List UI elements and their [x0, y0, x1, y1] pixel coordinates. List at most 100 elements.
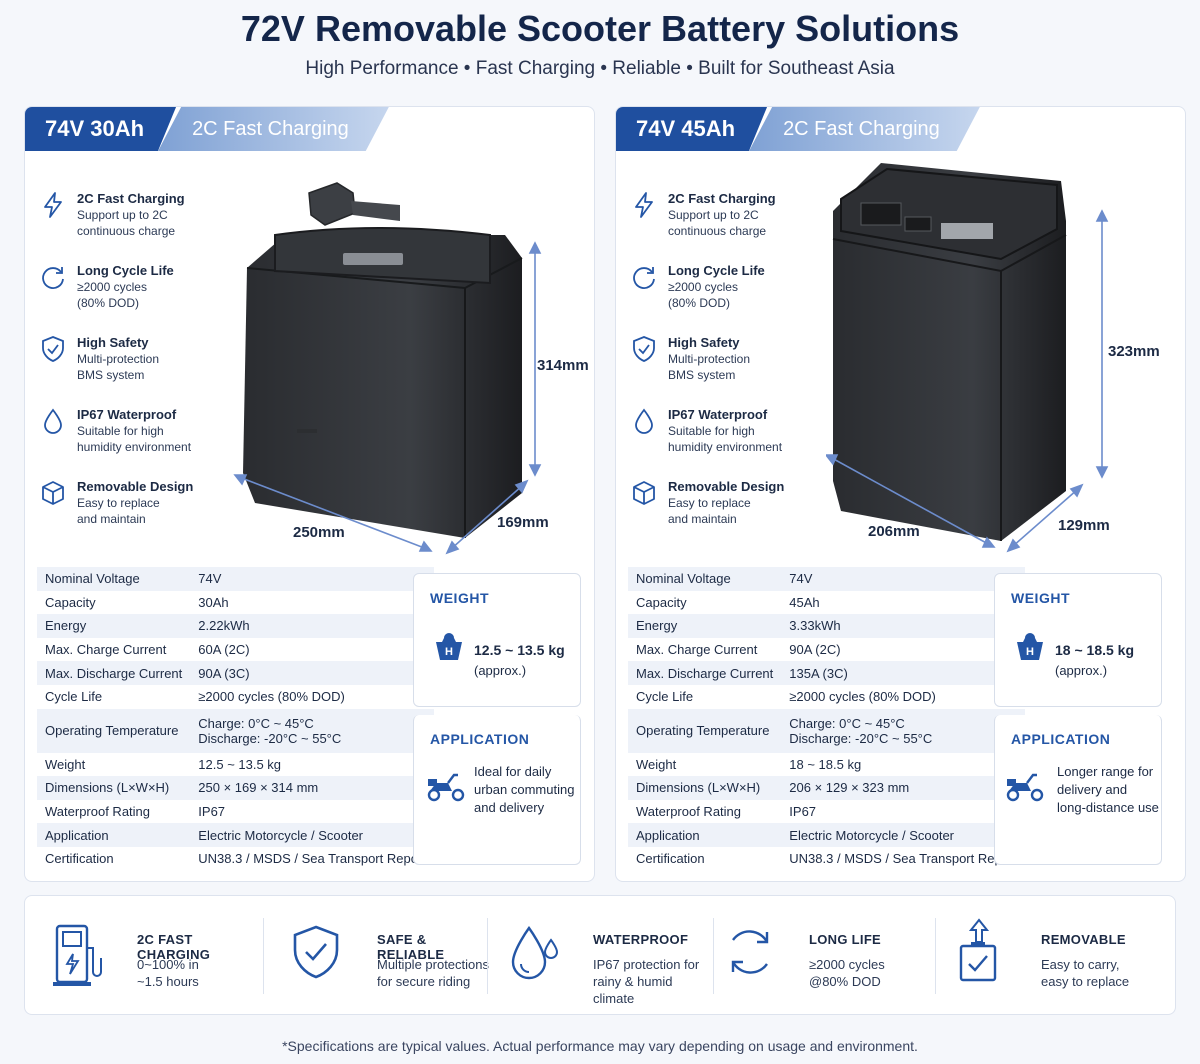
feature-item: Long Cycle Life ≥2000 cycles (80% DOD) [630, 263, 820, 335]
benefit-item: LONG LIFE ≥2000 cycles @80% DOD [697, 896, 927, 1016]
table-row: Capacity 30Ah [37, 591, 434, 615]
feature-desc: Suitable for high humidity environment [668, 424, 783, 454]
feature-item: 2C Fast Charging Support up to 2C contin… [39, 191, 229, 263]
width-label: 250mm [293, 524, 345, 541]
spec-value: Electric Motorcycle / Scooter [781, 823, 1025, 847]
feature-item: 2C Fast Charging Support up to 2C contin… [630, 191, 820, 263]
dimension-lines [826, 454, 1084, 553]
benefit-title: 2C FAST CHARGING [137, 932, 211, 962]
spec-value: 60A (2C) [198, 642, 250, 658]
weight-note: (approx.) [474, 663, 527, 678]
feature-title: Long Cycle Life [668, 263, 765, 278]
application-box: APPLICATION Longer range for delivery an… [994, 715, 1162, 865]
water-drops-icon [511, 925, 559, 980]
spec-key: Max. Discharge Current [628, 661, 782, 685]
height-label: 323mm [1108, 343, 1160, 360]
spec-value: UN38.3 / MSDS / Sea Transport Report [789, 851, 1017, 867]
spec-value: 74V [781, 567, 1025, 591]
dimension-lines [1095, 209, 1109, 479]
battery-image-30ah: . [243, 182, 523, 538]
spec-value: Electric Motorcycle / Scooter [190, 823, 434, 847]
weight-icon: H [436, 633, 462, 660]
weight-heading: WEIGHT [430, 590, 489, 606]
spec-key: Operating Temperature [628, 708, 782, 753]
model-tag: 2C Fast Charging [749, 107, 980, 151]
spec-value: 135A (3C) [781, 661, 1025, 685]
feature-desc: Easy to replace and maintain [668, 496, 751, 526]
feature-title: IP67 Waterproof [668, 407, 768, 422]
weight-box: WEIGHT H 18 ~ 18.5 kg (approx.) [994, 573, 1162, 707]
feature-title: 2C Fast Charging [668, 191, 776, 206]
table-row: Dimensions (L×W×H)250 × 169 × 314 mm [37, 776, 434, 800]
spec-key: Nominal Voltage [37, 567, 191, 591]
spec-key: Max. Charge Current [636, 642, 758, 658]
divider [263, 918, 264, 994]
spec-value: IP67 [198, 804, 226, 820]
application-heading: APPLICATION [430, 731, 530, 747]
table-row: Cycle Life≥2000 cycles (80% DOD) [37, 685, 434, 709]
feature-item: High Safety Multi-protection BMS system [39, 335, 229, 407]
weight-icon: H [1017, 633, 1043, 660]
spec-key: Certification [636, 851, 705, 867]
feature-desc: Support up to 2C continuous charge [77, 208, 176, 238]
scooter-icon [427, 773, 465, 802]
feature-list: 2C Fast Charging Support up to 2C contin… [630, 191, 820, 551]
feature-desc: Easy to replace and maintain [77, 496, 160, 526]
svg-text:H: H [1026, 646, 1034, 658]
feature-desc: ≥2000 cycles (80% DOD) [77, 280, 147, 310]
dimension-lines [233, 241, 542, 555]
spec-value: 2.22kWh [190, 614, 434, 638]
feature-item: High Safety Multi-protection BMS system [630, 335, 820, 407]
model-name: 74V 30Ah [25, 107, 177, 151]
spec-value: 90A (2C) [789, 642, 841, 658]
charging-station-icon [53, 924, 102, 986]
spec-key: Energy [37, 614, 191, 638]
battery-image-45ah [832, 163, 1067, 541]
spec-value: 90A (3C) [190, 661, 434, 685]
feature-title: 2C Fast Charging [77, 191, 185, 206]
lightning-icon [44, 192, 62, 218]
feature-title: Long Cycle Life [77, 263, 174, 278]
spec-value-line: Discharge: -20°C ~ 55°C [198, 730, 342, 746]
weight-heading: WEIGHT [1011, 590, 1070, 606]
cycle-icon [731, 930, 769, 974]
spec-key: Max. Charge Current [45, 642, 167, 658]
water-drop-icon [44, 408, 62, 434]
spec-value: 18 ~ 18.5 kg [789, 756, 862, 772]
spec-key: Energy [628, 614, 782, 638]
page-subtitle: High Performance • Fast Charging • Relia… [305, 58, 895, 79]
spec-value: 3.33kWh [781, 614, 1025, 638]
spec-value: 30Ah [198, 594, 229, 610]
feature-title: IP67 Waterproof [77, 407, 177, 422]
spec-key: Weight [636, 756, 677, 772]
table-row: Cycle Life≥2000 cycles (80% DOD) [628, 685, 1025, 709]
shield-check-icon [633, 336, 655, 362]
spec-key: Capacity [45, 594, 96, 610]
spec-value-line: Discharge: -20°C ~ 55°C [789, 730, 933, 746]
spec-key: Operating Temperature [37, 708, 191, 753]
page-title: 72V Removable Scooter Battery Solutions [240, 8, 960, 49]
feature-item: IP67 Waterproof Suitable for high humidi… [39, 407, 229, 479]
benefit-title: WATERPROOF [593, 932, 689, 947]
feature-desc: ≥2000 cycles (80% DOD) [668, 280, 738, 310]
scooter-icon [1006, 773, 1044, 802]
footnote: *Specifications are typical values. Actu… [282, 1038, 918, 1054]
divider [487, 918, 488, 994]
benefit-desc: IP67 protection for rainy & humid climat… [593, 957, 700, 1006]
feature-list: 2C Fast Charging Support up to 2C contin… [39, 191, 229, 551]
model-tab: 74V 45Ah 2C Fast Charging [616, 107, 980, 151]
